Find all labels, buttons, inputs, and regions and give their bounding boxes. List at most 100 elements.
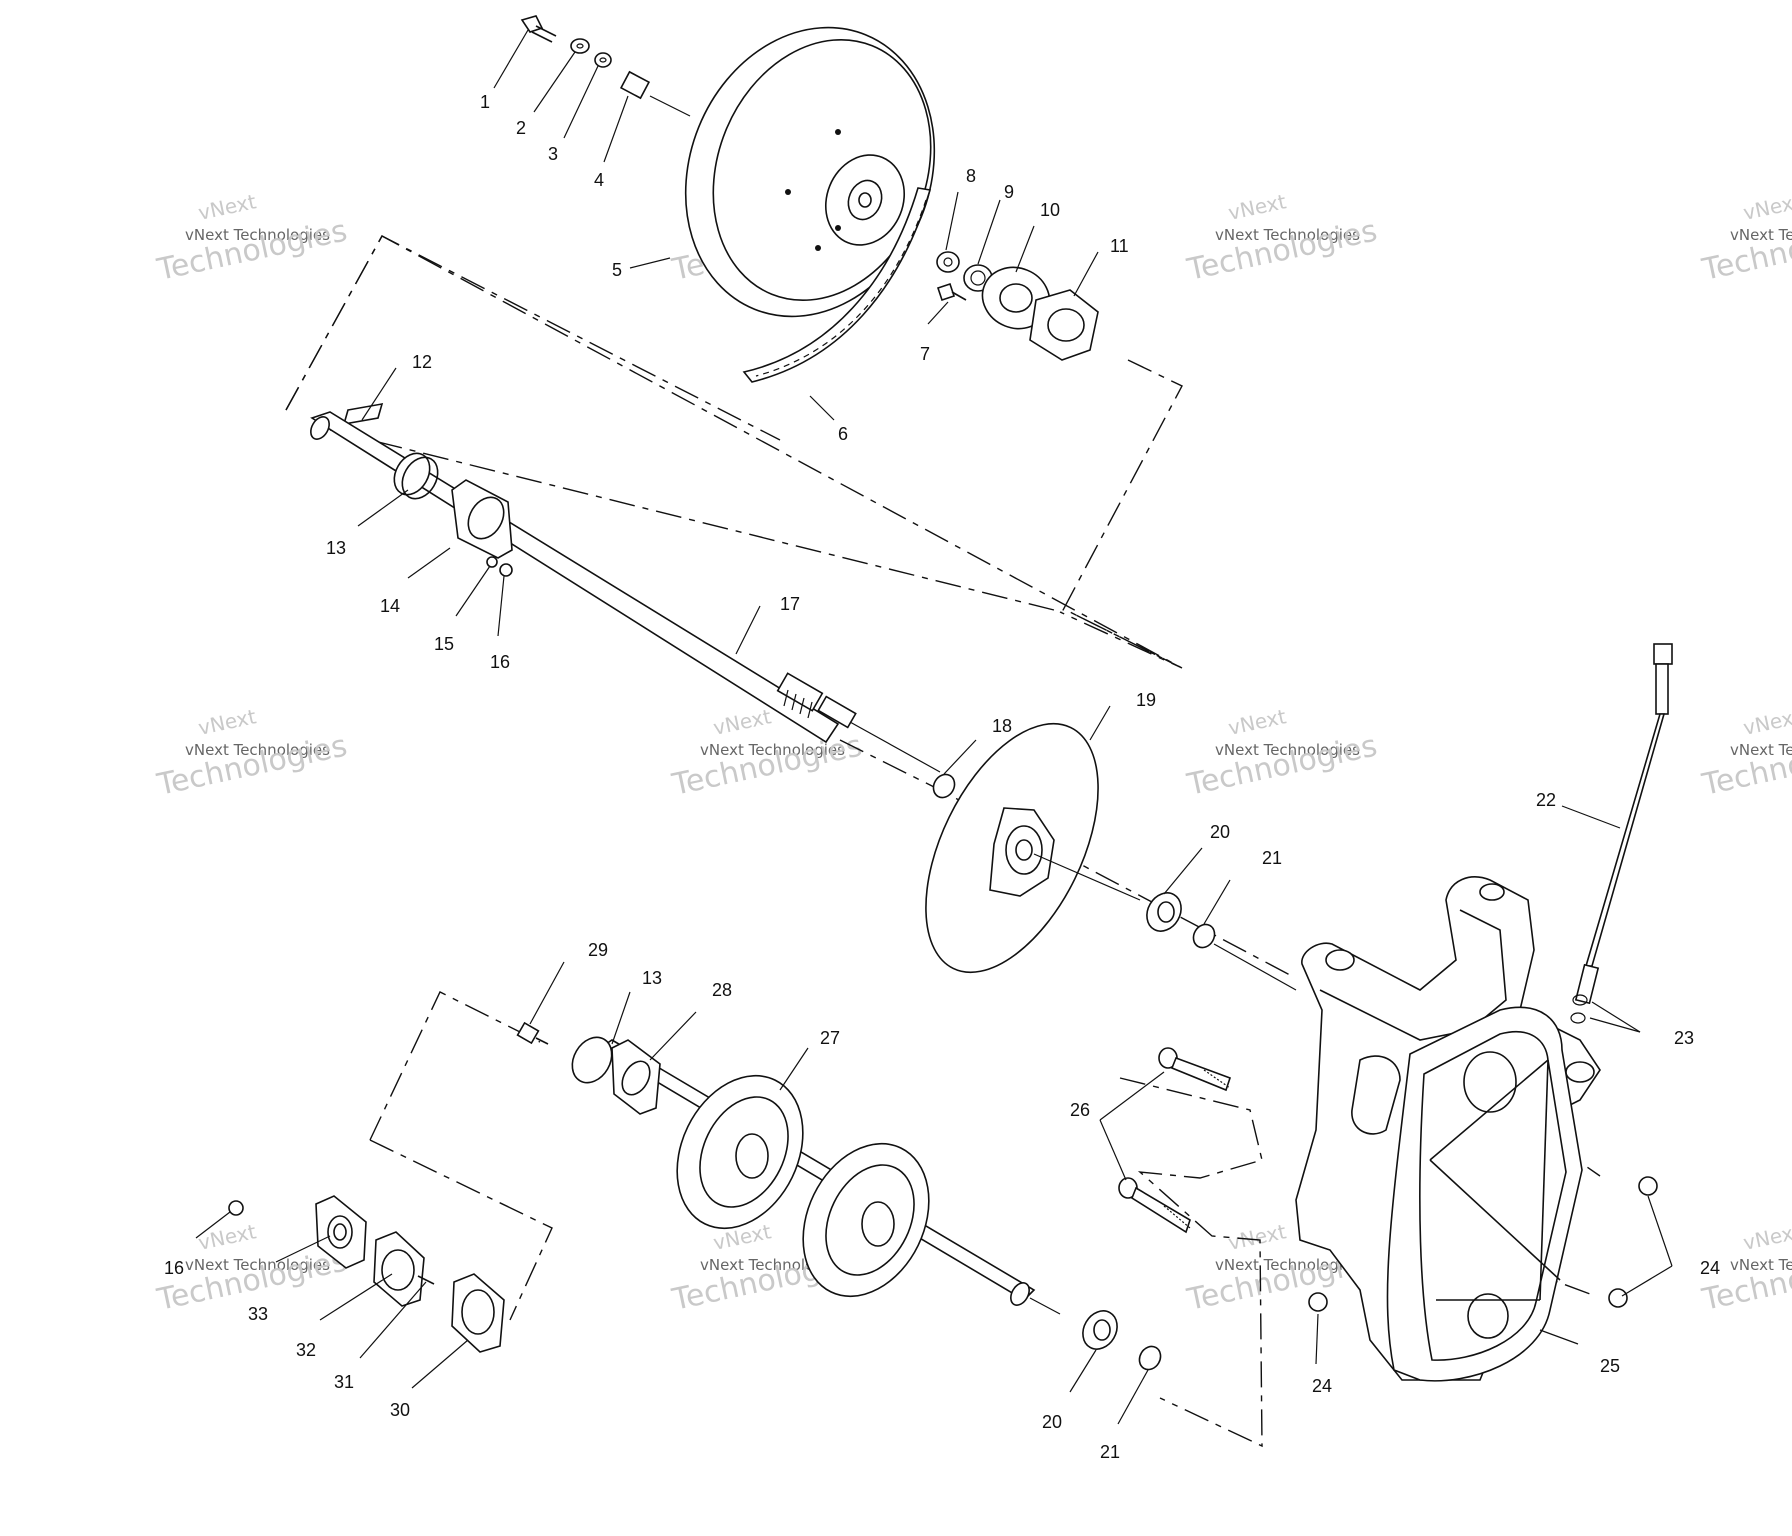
watermark: vNext vNext Technologies Technologies (1183, 189, 1380, 288)
callout-21-lower: 21 (1100, 1442, 1120, 1462)
callout-32: 32 (296, 1340, 316, 1360)
callout-27: 27 (820, 1028, 840, 1048)
callout-18: 18 (992, 716, 1012, 736)
watermark: vNext vNext Technologies Technologies (153, 189, 350, 288)
watermark: vNext vNext Technologies Technologies (1698, 189, 1792, 288)
lower-assembly-frame (369, 991, 541, 1141)
callout-15: 15 (434, 634, 454, 654)
lower-assembly-frame-bottom (369, 1139, 553, 1321)
nut-24-right-lower (1608, 1288, 1628, 1308)
callout-1: 1 (480, 92, 490, 112)
svg-text:vNext Technologies: vNext Technologies (1730, 1256, 1792, 1274)
bolt-26-upper (1158, 1047, 1232, 1092)
watermark: vNext vNext Technologies Technologies (1698, 704, 1792, 803)
callout-28: 28 (712, 980, 732, 1000)
leader-lines (195, 29, 1673, 1425)
watermark: vNext vNext Technologies Technologies (1183, 704, 1380, 803)
svg-text:Technologies: Technologies (1183, 214, 1380, 289)
callout-24-bottom: 24 (1312, 1376, 1332, 1396)
svg-text:vNext Technologies: vNext Technologies (1215, 226, 1360, 244)
svg-text:vNext: vNext (196, 704, 258, 740)
chaincase-cover-25 (1386, 1006, 1583, 1382)
callout-11: 11 (1110, 236, 1129, 256)
callout-20-upper: 20 (1210, 822, 1230, 842)
svg-text:vNext: vNext (196, 189, 258, 225)
bolt-1 (520, 15, 557, 43)
watermark: vNext vNext Technologies Technologies (153, 704, 350, 803)
flange-plate-30 (451, 1273, 505, 1353)
callout-3: 3 (548, 144, 558, 164)
svg-text:Technologies: Technologies (1183, 729, 1380, 804)
washer-2 (570, 38, 590, 54)
spacer-4 (619, 70, 651, 100)
label-12 (342, 402, 384, 426)
callouts: 1 2 3 4 5 6 7 8 9 10 11 12 13 14 15 16 1… (164, 92, 1720, 1462)
svg-text:vNext: vNext (1741, 704, 1792, 740)
callout-2: 2 (516, 118, 526, 138)
callout-20-lower: 20 (1042, 1412, 1062, 1432)
upper-assembly-frame-bottom (329, 429, 1063, 613)
svg-text:Technologies: Technologies (668, 729, 865, 804)
callout-25: 25 (1600, 1356, 1620, 1376)
snap-ring-18 (932, 773, 956, 799)
callout-23: 23 (1674, 1028, 1694, 1048)
drive-sprocket-27b (802, 1142, 930, 1298)
callout-31: 31 (334, 1372, 354, 1392)
svg-text:vNext: vNext (1226, 189, 1288, 225)
callout-4: 4 (594, 170, 604, 190)
svg-text:vNext: vNext (1741, 189, 1792, 225)
svg-text:vNext Technologies: vNext Technologies (1730, 226, 1792, 244)
driveshaft-17 (310, 411, 941, 773)
dipstick-22 (1574, 643, 1673, 1005)
seal-20-lower (1082, 1310, 1118, 1350)
drive-sprocket-27a (676, 1074, 804, 1230)
callout-29: 29 (588, 940, 608, 960)
brake-disc-19 (925, 722, 1141, 974)
svg-text:vNext: vNext (1741, 1219, 1792, 1255)
o-ring-21-lower (1138, 1345, 1162, 1371)
callout-24-right: 24 (1700, 1258, 1720, 1278)
callout-22: 22 (1536, 790, 1556, 810)
callout-21-upper: 21 (1262, 848, 1282, 868)
bolt-26-lower (1118, 1177, 1191, 1234)
washer-15 (486, 556, 498, 568)
svg-text:Technologies: Technologies (153, 729, 350, 804)
callout-26: 26 (1070, 1100, 1090, 1120)
svg-text:vNext Technologies: vNext Technologies (700, 741, 845, 759)
upper-assembly-frame (285, 235, 781, 441)
drive-chain-6 (742, 187, 932, 383)
svg-text:vNext Technologies: vNext Technologies (1215, 741, 1360, 759)
callout-16-upper: 16 (490, 652, 510, 672)
bearing-13-lower (611, 1039, 661, 1115)
callout-16-lower: 16 (164, 1258, 184, 1278)
svg-text:vNext Technologies: vNext Technologies (1215, 1256, 1360, 1274)
svg-text:vNext: vNext (711, 704, 773, 740)
svg-text:vNext Technologies: vNext Technologies (185, 741, 330, 759)
pin-31 (417, 1275, 435, 1285)
callout-30: 30 (390, 1400, 410, 1420)
nut-16 (499, 563, 513, 577)
callout-10: 10 (1040, 200, 1060, 220)
callout-12: 12 (412, 352, 432, 372)
o-ring-23b (1570, 1012, 1586, 1024)
callout-33: 33 (248, 1304, 268, 1324)
callout-5: 5 (612, 260, 622, 280)
callout-14: 14 (380, 596, 400, 616)
bearing-housing-33 (315, 1195, 367, 1269)
washer-8 (936, 251, 960, 273)
svg-text:vNext: vNext (1226, 1219, 1288, 1255)
upper-assembly-frame-right (1061, 359, 1183, 613)
svg-text:vNext Technologies: vNext Technologies (1730, 741, 1792, 759)
nut-24-right-upper (1638, 1176, 1658, 1196)
callout-8: 8 (966, 166, 976, 186)
svg-text:vNext Technologies: vNext Technologies (185, 1256, 330, 1274)
flange-bearing-14 (451, 479, 513, 559)
seal-20-upper (1146, 892, 1182, 932)
nut-24-bottom (1308, 1292, 1328, 1312)
o-ring-23a (1572, 994, 1588, 1006)
callout-13-lower: 13 (642, 968, 662, 988)
o-ring-21-upper (1192, 923, 1216, 949)
svg-text:vNext: vNext (1226, 704, 1288, 740)
nut-16-lower (228, 1200, 244, 1216)
